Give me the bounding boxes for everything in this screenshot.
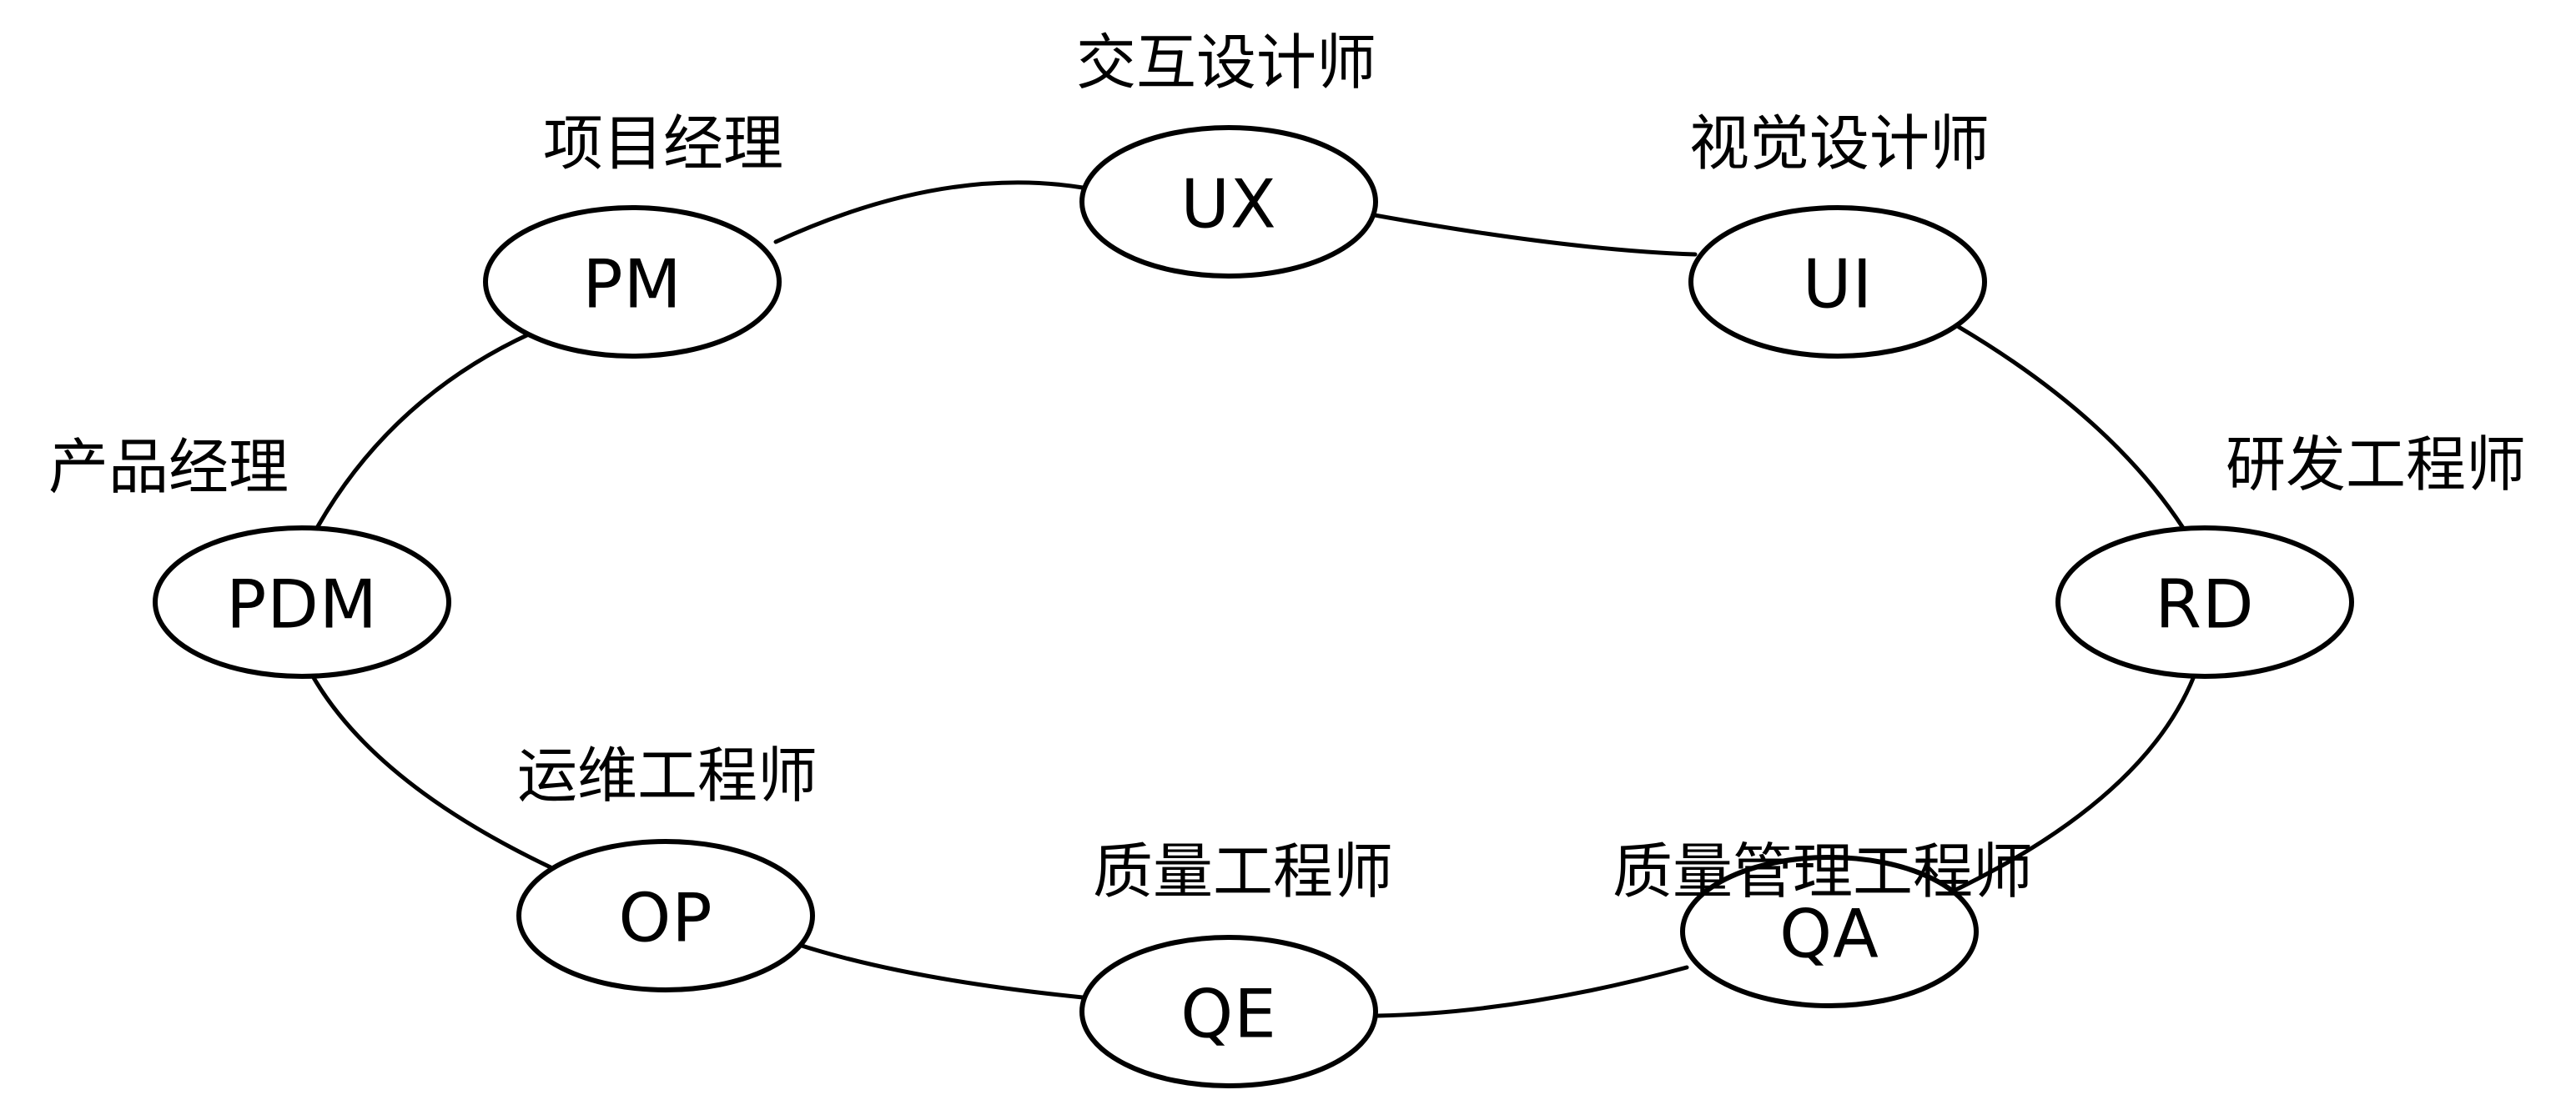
node-ui-abbr: UI xyxy=(1803,246,1873,324)
role-label-ui: 视觉设计师 xyxy=(1689,108,1990,178)
node-qa-abbr: QA xyxy=(1779,896,1879,973)
role-label-op: 运维工程师 xyxy=(517,741,818,811)
node-pdm[interactable]: PDM xyxy=(153,525,451,679)
node-op[interactable]: OP xyxy=(516,839,815,992)
edge-op-to-pdm xyxy=(310,674,553,870)
node-rd-abbr: RD xyxy=(2155,566,2254,644)
node-pm-abbr: PM xyxy=(582,246,682,324)
edge-pm-to-ux xyxy=(773,180,1085,244)
role-label-pdm: 产品经理 xyxy=(48,432,289,502)
node-pdm-shape[interactable] xyxy=(153,525,451,679)
node-rd[interactable]: RD xyxy=(2055,525,2354,679)
role-label-pm: 项目经理 xyxy=(543,108,783,178)
edges-layer xyxy=(310,180,2196,1018)
node-rd-shape[interactable] xyxy=(2055,525,2354,679)
edge-rd-to-qa xyxy=(1943,674,2196,897)
edge-qa-to-qe xyxy=(1372,965,1689,1018)
role-label-rd: 研发工程师 xyxy=(2226,429,2526,500)
node-pdm-abbr: PDM xyxy=(226,566,378,644)
edge-qe-to-op xyxy=(797,942,1085,1000)
node-qe-shape[interactable] xyxy=(1079,935,1378,1088)
role-label-ux: 交互设计师 xyxy=(1076,28,1376,98)
edge-ui-to-rd xyxy=(1956,324,2186,530)
node-pm[interactable]: PM xyxy=(483,205,782,359)
node-ux-abbr: UX xyxy=(1180,166,1276,244)
node-qe[interactable]: QE xyxy=(1079,935,1378,1088)
role-label-qe: 质量工程师 xyxy=(1093,836,1393,907)
node-ux-shape[interactable] xyxy=(1079,125,1378,279)
node-ui[interactable]: UI xyxy=(1688,205,1987,359)
edge-pdm-to-pm xyxy=(314,329,536,530)
node-qa-shape[interactable] xyxy=(1680,855,1979,1008)
edge-ux-to-ui xyxy=(1372,213,1698,257)
node-op-abbr: OP xyxy=(618,880,712,957)
node-qe-abbr: QE xyxy=(1180,976,1277,1053)
node-qa[interactable]: QA xyxy=(1680,855,1979,1008)
node-ux[interactable]: UX xyxy=(1079,125,1378,279)
node-ui-shape[interactable] xyxy=(1688,205,1987,359)
nodes-layer: UX PM UI PDM RD OP QA QE xyxy=(153,125,2354,1088)
role-label-qa: 质量管理工程师 xyxy=(1613,836,2033,907)
node-op-shape[interactable] xyxy=(516,839,815,992)
node-pm-shape[interactable] xyxy=(483,205,782,359)
